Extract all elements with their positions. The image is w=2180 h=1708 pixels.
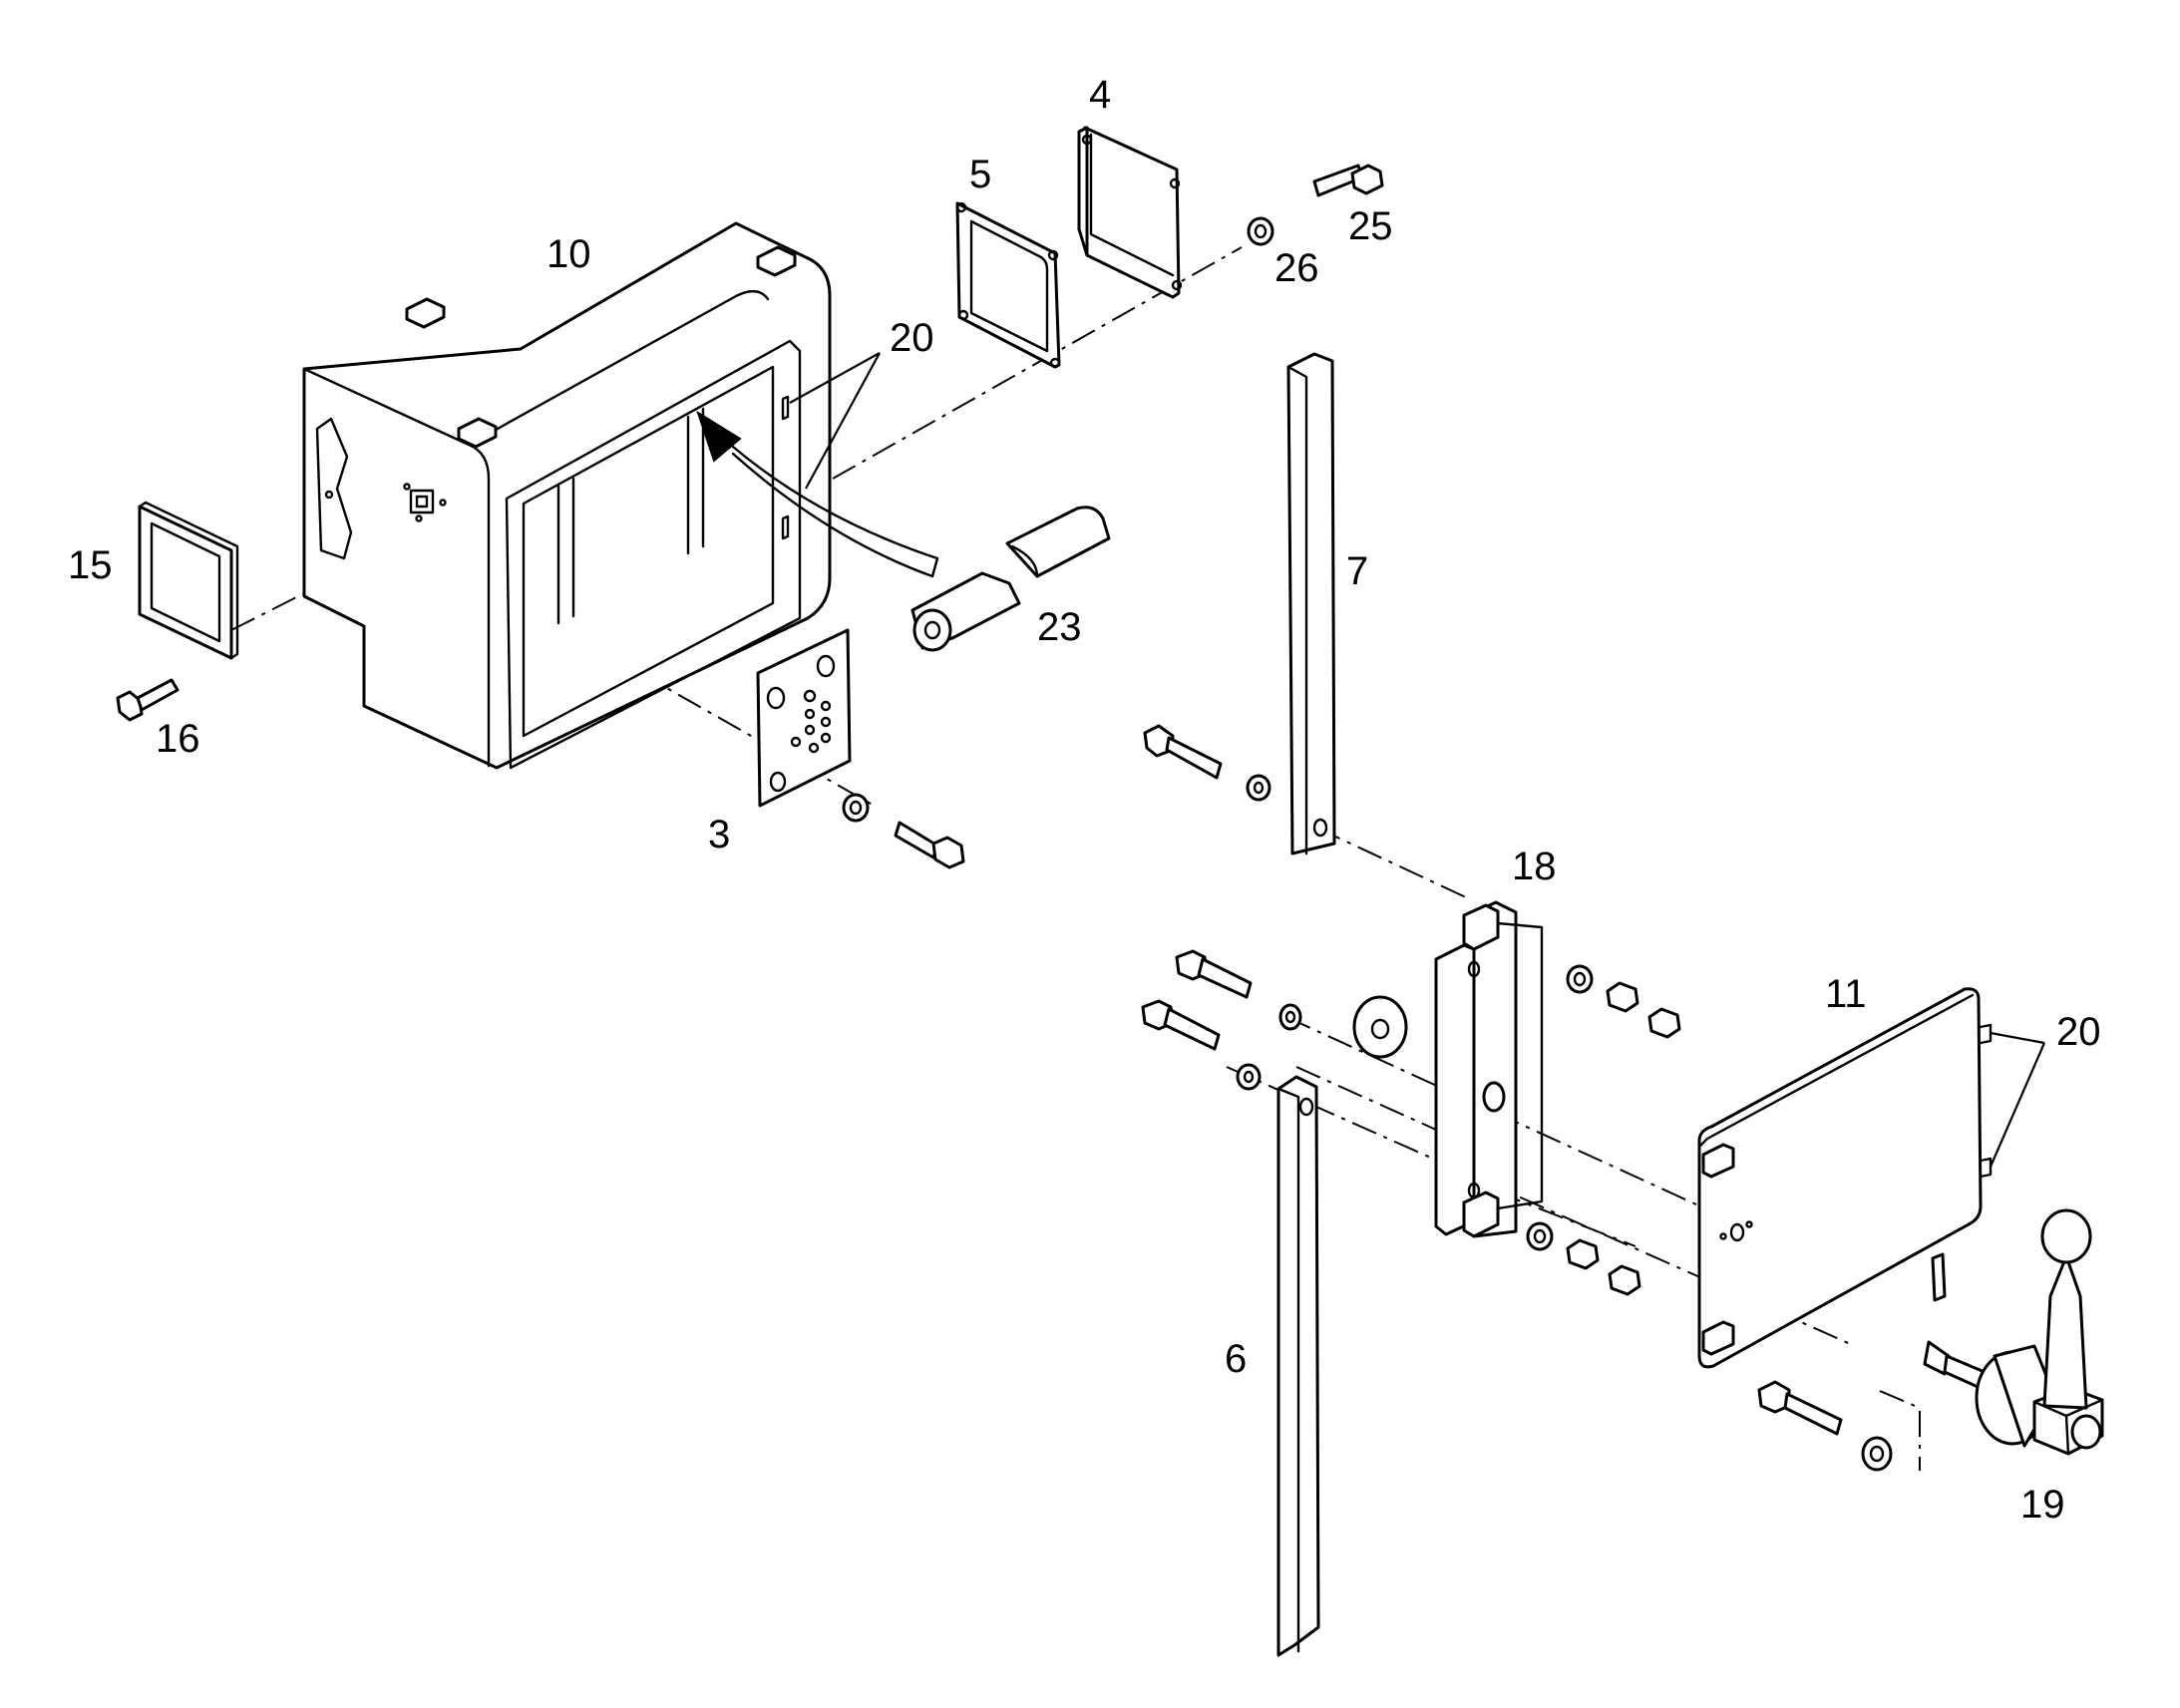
washer-small-1	[1278, 1003, 1302, 1031]
housing-part-10	[302, 221, 832, 770]
callout-10: 10	[546, 232, 591, 276]
cover-plate-part-15	[138, 501, 239, 660]
callout-20-lower: 20	[2056, 1010, 2101, 1054]
callout-15: 15	[68, 543, 113, 587]
callout-labels: 10 4 5 25 26 20 15 16 23 7 3 18 11 20 6 …	[68, 73, 2101, 1527]
bolt-part-16	[116, 678, 180, 722]
bar-part-6	[1276, 1075, 1320, 1657]
washer-part-26	[1247, 216, 1274, 246]
washer-3	[842, 793, 870, 823]
callout-6: 6	[1225, 1337, 1247, 1381]
bolt-upper-left	[1175, 949, 1253, 999]
bolt-middle-left	[1141, 999, 1221, 1051]
washer-nut-lower	[1526, 1221, 1641, 1296]
bolt-3	[894, 821, 965, 869]
callout-23: 23	[1037, 605, 1082, 649]
door-panel-part-11	[1697, 987, 1993, 1369]
large-washer	[1352, 995, 1408, 1059]
hinge-bracket-part-18	[1434, 900, 1544, 1238]
bolt-part-25	[1312, 164, 1384, 197]
callout-3: 3	[708, 813, 730, 856]
bar-part-7	[1286, 352, 1336, 855]
callout-16: 16	[156, 717, 200, 761]
callout-19: 19	[2020, 1483, 2065, 1527]
callout-25: 25	[1348, 204, 1393, 248]
handle-part-19	[1923, 1208, 2104, 1456]
callout-20-upper: 20	[890, 316, 934, 360]
callout-26: 26	[1274, 246, 1319, 290]
washer-small-2	[1236, 1063, 1262, 1091]
callout-5: 5	[969, 153, 991, 196]
callout-18: 18	[1512, 845, 1557, 888]
bolt-7	[1143, 724, 1223, 780]
terminal-plate-part-3	[756, 628, 852, 808]
clip-part-23	[910, 506, 1111, 652]
callout-7: 7	[1346, 549, 1368, 593]
callout-11: 11	[1825, 972, 1867, 1016]
bolt-19	[1757, 1380, 1843, 1436]
entry-arrow	[696, 410, 939, 578]
washer-nut-upper	[1566, 964, 1681, 1039]
washer-19	[1861, 1436, 1893, 1472]
washer-7	[1246, 774, 1272, 802]
leader-lines	[789, 352, 2046, 1168]
callout-4: 4	[1089, 73, 1111, 117]
gasket-part-5	[955, 201, 1061, 369]
bracket-part-4	[1077, 126, 1183, 299]
